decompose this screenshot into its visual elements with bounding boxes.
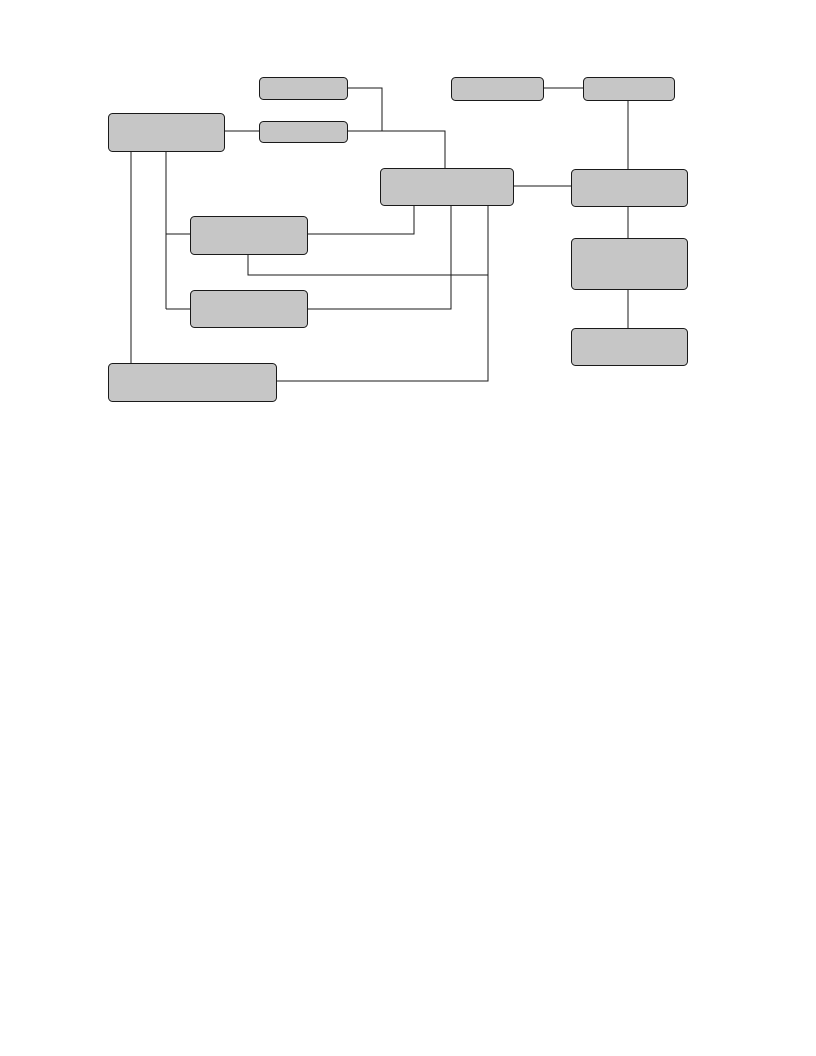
box-right-2	[571, 238, 688, 290]
box-top-right-1-shape	[451, 77, 544, 101]
box-center-hub-shape	[380, 168, 514, 206]
connector-mid-1-to-hub	[307, 205, 415, 235]
box-top-small-2	[259, 121, 348, 143]
box-top-small-1-shape	[259, 77, 348, 100]
box-mid-1-shape	[190, 216, 308, 255]
connectors	[130, 87, 629, 382]
box-mid-2	[190, 290, 308, 328]
box-center-hub	[380, 168, 514, 206]
box-right-1	[571, 169, 688, 207]
box-top-right-2-shape	[583, 77, 675, 101]
box-right-3	[571, 328, 688, 366]
box-top-right-1	[451, 77, 544, 101]
box-right-1-shape	[571, 169, 688, 207]
box-left-main-shape	[108, 113, 225, 152]
nodes	[108, 77, 688, 402]
box-mid-2-shape	[190, 290, 308, 328]
box-right-2-shape	[571, 238, 688, 290]
box-right-3-shape	[571, 328, 688, 366]
connector-mid-1-bottom-to-bus	[247, 254, 488, 276]
box-left-main	[108, 113, 225, 152]
box-top-small-2-shape	[259, 121, 348, 143]
connector-top-small-2-to-hub	[347, 130, 446, 168]
box-bottom-left	[108, 363, 277, 402]
box-top-right-2	[583, 77, 675, 101]
connector-hub-to-bottom-left	[276, 205, 489, 382]
connector-top-small-1-to-junction	[347, 87, 383, 131]
connector-mid-2-to-hub	[307, 205, 452, 310]
box-bottom-left-shape	[108, 363, 277, 402]
box-mid-1	[190, 216, 308, 255]
box-top-small-1	[259, 77, 348, 100]
